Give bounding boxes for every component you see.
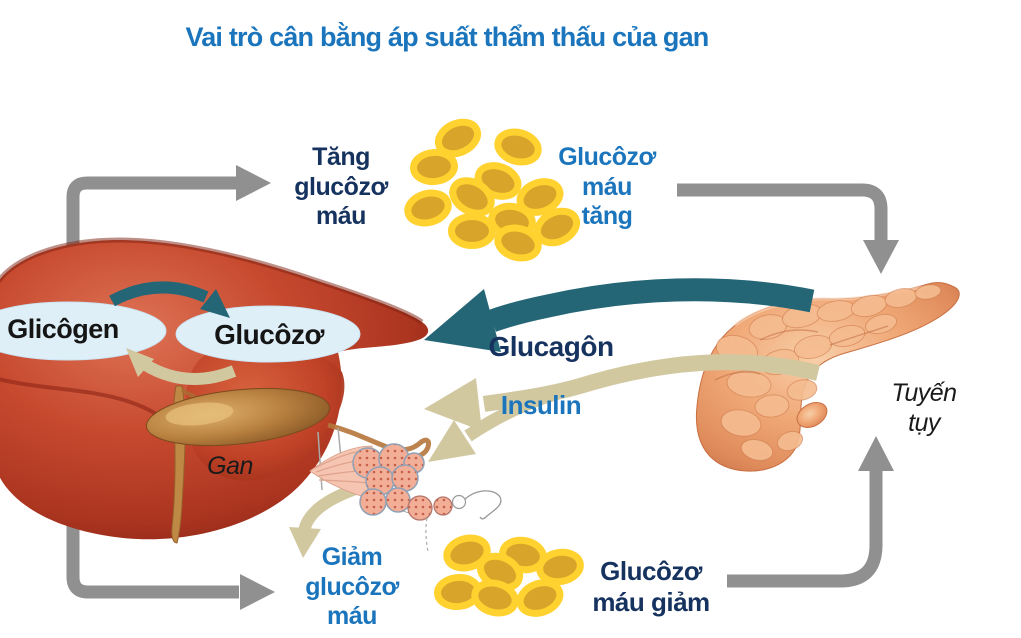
label-increase-blood-glucose: Tăng glucôzơ máu [294,143,388,230]
glucozo-oval [175,305,361,363]
gallbladder [145,387,331,447]
arrow-glicogen-to-glucozo [109,281,230,318]
arrow-insulin [424,354,820,462]
arrow-decrease-to-pancreas [727,436,894,588]
label-insulin: Insulin [500,390,582,420]
label-pancreas: Tuyến tụy [891,379,957,437]
glicogen-oval [0,301,167,361]
label-glucose: Glucôzơ [214,319,324,350]
label-decrease-blood-glucose: Giảm glucôzơ máu [305,543,399,630]
glucose-molecules-low [434,534,584,617]
pancreas-illustration [695,282,960,472]
label-blood-glucose-falls: Glucôzơ máu giảm [592,556,710,617]
page-title: Vai trò cân bằng áp suất thẩm thấu của g… [185,22,709,52]
label-blood-glucose-rises: Glucôzơ máu tăng [558,143,656,230]
label-glycogen: Glicôgen [7,314,119,344]
arrow-glucozo-to-glicogen [126,348,237,385]
pancreatic-islet-illustration [309,427,502,553]
arrow-liver-to-increase [66,165,271,250]
arrow-glucagon [424,278,815,352]
arrow-increase-to-pancreas [677,183,899,274]
label-liver: Gan [207,452,253,480]
arrow-liver-to-decrease [66,523,275,610]
label-glucagon: Glucagôn [488,331,614,362]
glucose-molecules-high [404,118,581,262]
